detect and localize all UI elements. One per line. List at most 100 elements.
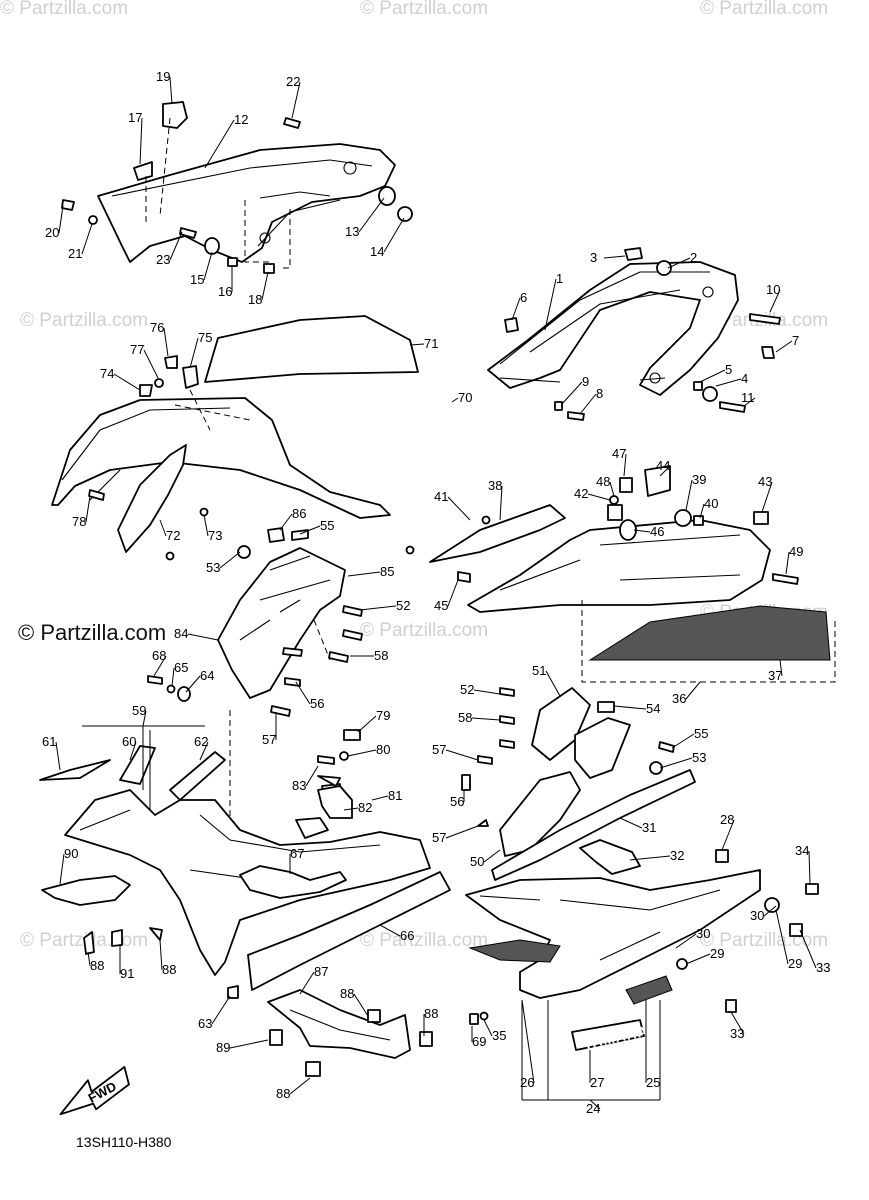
part-callout-57[interactable]: 57 xyxy=(432,742,446,757)
part-callout-41[interactable]: 41 xyxy=(434,489,448,504)
part-callout-46[interactable]: 46 xyxy=(650,524,664,539)
part-callout-33[interactable]: 33 xyxy=(816,960,830,975)
part-callout-45[interactable]: 45 xyxy=(434,598,448,613)
part-callout-18[interactable]: 18 xyxy=(248,292,262,307)
part-callout-55[interactable]: 55 xyxy=(320,518,334,533)
part-callout-39[interactable]: 39 xyxy=(692,472,706,487)
part-callout-48[interactable]: 48 xyxy=(596,474,610,489)
part-callout-68[interactable]: 68 xyxy=(152,648,166,663)
part-callout-80[interactable]: 80 xyxy=(376,742,390,757)
part-callout-84[interactable]: 84 xyxy=(174,626,188,641)
part-callout-34[interactable]: 34 xyxy=(795,843,809,858)
part-callout-21[interactable]: 21 xyxy=(68,246,82,261)
part-callout-33[interactable]: 33 xyxy=(730,1026,744,1041)
part-callout-54[interactable]: 54 xyxy=(646,701,660,716)
part-callout-88[interactable]: 88 xyxy=(424,1006,438,1021)
part-callout-71[interactable]: 71 xyxy=(424,336,438,351)
part-callout-90[interactable]: 90 xyxy=(64,846,78,861)
part-callout-57[interactable]: 57 xyxy=(432,830,446,845)
part-callout-86[interactable]: 86 xyxy=(292,506,306,521)
part-callout-44[interactable]: 44 xyxy=(656,458,670,473)
part-callout-70[interactable]: 70 xyxy=(458,390,472,405)
part-callout-43[interactable]: 43 xyxy=(758,474,772,489)
part-callout-53[interactable]: 53 xyxy=(692,750,706,765)
part-callout-63[interactable]: 63 xyxy=(198,1016,212,1031)
part-callout-5[interactable]: 5 xyxy=(725,362,732,377)
part-callout-42[interactable]: 42 xyxy=(574,486,588,501)
part-callout-47[interactable]: 47 xyxy=(612,446,626,461)
part-callout-91[interactable]: 91 xyxy=(120,966,134,981)
part-callout-6[interactable]: 6 xyxy=(520,290,527,305)
part-callout-7[interactable]: 7 xyxy=(792,333,799,348)
part-callout-22[interactable]: 22 xyxy=(286,74,300,89)
part-callout-58[interactable]: 58 xyxy=(374,648,388,663)
part-callout-36[interactable]: 36 xyxy=(672,691,686,706)
part-callout-16[interactable]: 16 xyxy=(218,284,232,299)
part-callout-50[interactable]: 50 xyxy=(470,854,484,869)
part-callout-37[interactable]: 37 xyxy=(768,668,782,683)
part-callout-51[interactable]: 51 xyxy=(532,663,546,678)
part-callout-53[interactable]: 53 xyxy=(206,560,220,575)
part-callout-58[interactable]: 58 xyxy=(458,710,472,725)
part-callout-38[interactable]: 38 xyxy=(488,478,502,493)
part-callout-12[interactable]: 12 xyxy=(234,112,248,127)
part-callout-76[interactable]: 76 xyxy=(150,320,164,335)
part-callout-66[interactable]: 66 xyxy=(400,928,414,943)
part-callout-32[interactable]: 32 xyxy=(670,848,684,863)
part-callout-20[interactable]: 20 xyxy=(45,225,59,240)
part-callout-15[interactable]: 15 xyxy=(190,272,204,287)
part-callout-27[interactable]: 27 xyxy=(590,1075,604,1090)
part-callout-10[interactable]: 10 xyxy=(766,282,780,297)
part-callout-75[interactable]: 75 xyxy=(198,330,212,345)
part-callout-82[interactable]: 82 xyxy=(358,800,372,815)
part-callout-65[interactable]: 65 xyxy=(174,660,188,675)
part-callout-59[interactable]: 59 xyxy=(132,703,146,718)
part-callout-29[interactable]: 29 xyxy=(710,946,724,961)
part-callout-89[interactable]: 89 xyxy=(216,1040,230,1055)
part-callout-28[interactable]: 28 xyxy=(720,812,734,827)
part-callout-87[interactable]: 87 xyxy=(314,964,328,979)
part-callout-83[interactable]: 83 xyxy=(292,778,306,793)
part-callout-31[interactable]: 31 xyxy=(642,820,656,835)
part-callout-35[interactable]: 35 xyxy=(492,1028,506,1043)
part-callout-57[interactable]: 57 xyxy=(262,732,276,747)
part-callout-61[interactable]: 61 xyxy=(42,734,56,749)
part-callout-23[interactable]: 23 xyxy=(156,252,170,267)
part-callout-69[interactable]: 69 xyxy=(472,1034,486,1049)
part-callout-26[interactable]: 26 xyxy=(520,1075,534,1090)
part-callout-88[interactable]: 88 xyxy=(162,962,176,977)
part-callout-62[interactable]: 62 xyxy=(194,734,208,749)
part-callout-74[interactable]: 74 xyxy=(100,366,114,381)
part-callout-88[interactable]: 88 xyxy=(340,986,354,1001)
part-callout-2[interactable]: 2 xyxy=(690,250,697,265)
part-callout-81[interactable]: 81 xyxy=(388,788,402,803)
part-callout-11[interactable]: 11 xyxy=(741,390,755,405)
part-callout-85[interactable]: 85 xyxy=(380,564,394,579)
part-callout-77[interactable]: 77 xyxy=(130,342,144,357)
part-callout-19[interactable]: 19 xyxy=(156,69,170,84)
part-callout-24[interactable]: 24 xyxy=(586,1101,600,1116)
part-callout-79[interactable]: 79 xyxy=(376,708,390,723)
part-callout-8[interactable]: 8 xyxy=(596,386,603,401)
part-callout-56[interactable]: 56 xyxy=(310,696,324,711)
part-callout-72[interactable]: 72 xyxy=(166,528,180,543)
part-callout-1[interactable]: 1 xyxy=(556,271,563,286)
part-callout-56[interactable]: 56 xyxy=(450,794,464,809)
part-callout-29[interactable]: 29 xyxy=(788,956,802,971)
part-callout-13[interactable]: 13 xyxy=(345,224,359,239)
part-callout-52[interactable]: 52 xyxy=(396,598,410,613)
part-callout-17[interactable]: 17 xyxy=(128,110,142,125)
part-callout-4[interactable]: 4 xyxy=(741,371,748,386)
part-callout-88[interactable]: 88 xyxy=(276,1086,290,1101)
part-callout-73[interactable]: 73 xyxy=(208,528,222,543)
part-callout-25[interactable]: 25 xyxy=(646,1075,660,1090)
part-callout-40[interactable]: 40 xyxy=(704,496,718,511)
part-callout-30[interactable]: 30 xyxy=(750,908,764,923)
part-callout-78[interactable]: 78 xyxy=(72,514,86,529)
part-callout-30[interactable]: 30 xyxy=(696,926,710,941)
part-callout-60[interactable]: 60 xyxy=(122,734,136,749)
part-callout-3[interactable]: 3 xyxy=(590,250,597,265)
part-callout-67[interactable]: 67 xyxy=(290,846,304,861)
part-callout-64[interactable]: 64 xyxy=(200,668,214,683)
part-callout-14[interactable]: 14 xyxy=(370,244,384,259)
